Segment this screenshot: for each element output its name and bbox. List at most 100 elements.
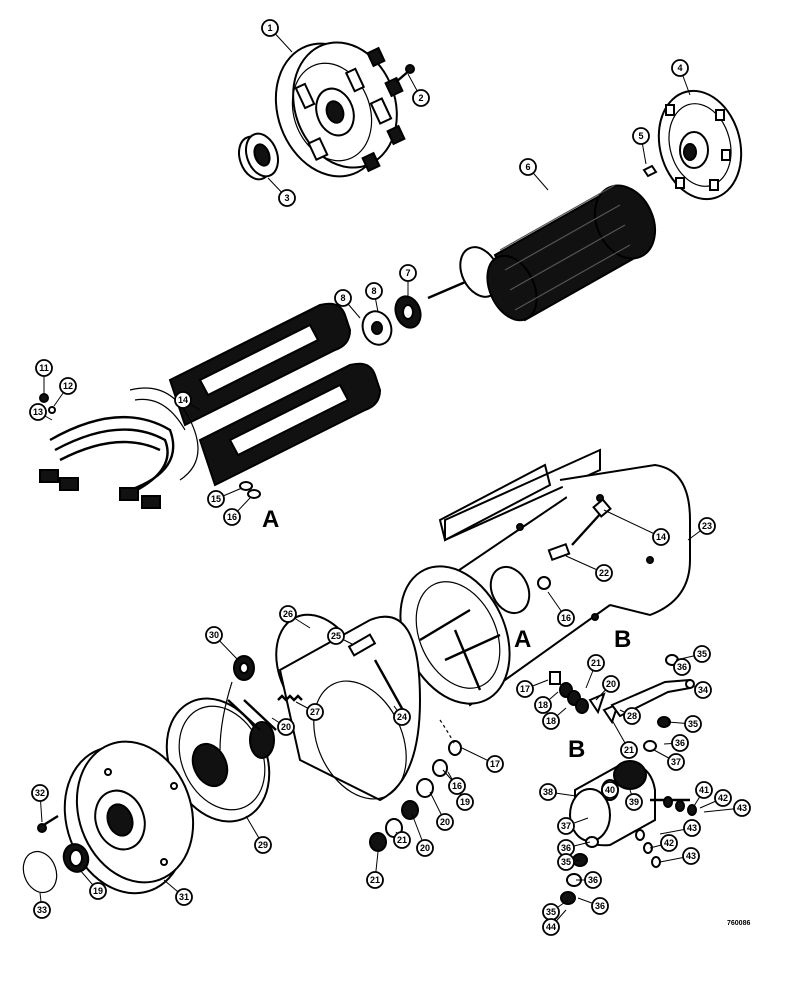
- callout-circle: [277, 718, 295, 736]
- callout-39: 39: [625, 789, 643, 811]
- callout-circle: [436, 813, 454, 831]
- callout-number: 41: [699, 785, 709, 795]
- callout-number: 14: [178, 395, 188, 405]
- callout-36: 36: [673, 658, 691, 676]
- callout-number: 35: [697, 649, 707, 659]
- callout-number: 36: [561, 843, 571, 853]
- pin-15: [239, 481, 261, 499]
- reference-letter-b-frame: B: [614, 626, 631, 653]
- callout-14: 14: [603, 509, 670, 546]
- callout-32: 32: [31, 784, 49, 823]
- callout-number: 29: [258, 840, 268, 850]
- field-coils: [129, 302, 382, 487]
- bearing-7: [394, 295, 422, 329]
- callout-number: 35: [546, 907, 556, 917]
- callout-number: 4: [677, 63, 682, 73]
- terminal-hardware-stack-b: [549, 671, 620, 725]
- callout-8: 8: [334, 289, 361, 319]
- callout-number: 21: [624, 745, 634, 755]
- callout-5: 5: [632, 127, 650, 165]
- callout-25: 25: [327, 627, 353, 645]
- drive-end-housing: [274, 41, 406, 178]
- callout-16: 16: [223, 497, 251, 526]
- callout-33: 33: [33, 892, 51, 919]
- callout-number: 40: [605, 785, 615, 795]
- callout-circle: [223, 508, 241, 526]
- callout-number: 22: [599, 568, 609, 578]
- callout-number: 32: [35, 788, 45, 798]
- callout-circle: [660, 834, 678, 852]
- terminal-stud-14: [571, 498, 612, 546]
- callout-17: 17: [461, 747, 504, 773]
- callout-circle: [365, 282, 383, 300]
- callout-20: 20: [595, 675, 620, 701]
- callout-leader: [603, 509, 662, 538]
- callout-number: 8: [371, 286, 376, 296]
- callout-number: 20: [440, 817, 450, 827]
- commutator-end-cover-31: [63, 740, 195, 895]
- armature-6: [427, 184, 657, 322]
- callout-21: 21: [366, 851, 384, 889]
- callout-number: 20: [420, 843, 430, 853]
- callout-circle: [254, 836, 272, 854]
- washer-30: [219, 655, 255, 751]
- callout-number: 8: [340, 293, 345, 303]
- callout-number: 42: [718, 793, 728, 803]
- washer-8: [361, 310, 393, 346]
- callout-circle: [29, 403, 47, 421]
- callout-number: 33: [37, 905, 47, 915]
- callout-number: 17: [490, 759, 500, 769]
- callout-number: 31: [179, 892, 189, 902]
- callout-circle: [557, 609, 575, 627]
- callout-21: 21: [611, 719, 638, 759]
- callout-circle: [673, 658, 691, 676]
- callout-number: 7: [405, 268, 410, 278]
- reference-letter-b-switch: B: [568, 736, 585, 763]
- callout-circle: [683, 819, 701, 837]
- callout-number: 30: [209, 630, 219, 640]
- callout-number: 11: [39, 363, 49, 373]
- callout-31: 31: [163, 879, 193, 906]
- callout-19: 19: [79, 869, 107, 900]
- reference-letter-a-frame: A: [514, 626, 531, 653]
- lead-34: [610, 678, 695, 718]
- callout-circle: [591, 897, 609, 915]
- callout-number: 20: [281, 722, 291, 732]
- callout-circle: [595, 564, 613, 582]
- callout-27: 27: [295, 701, 324, 721]
- callout-circle: [416, 839, 434, 857]
- callout-number: 13: [33, 407, 43, 417]
- callout-37: 37: [653, 749, 685, 771]
- callout-number: 37: [561, 821, 571, 831]
- callout-circle: [486, 755, 504, 773]
- callout-circle: [601, 781, 619, 799]
- callout-number: 20: [606, 679, 616, 689]
- callout-circle: [557, 853, 575, 871]
- callout-4: 4: [671, 59, 691, 96]
- brush-leads: [39, 393, 175, 509]
- callout-12: 12: [53, 377, 77, 407]
- callout-6: 6: [519, 158, 549, 191]
- callout-number: 43: [687, 823, 697, 833]
- callout-circle: [714, 789, 732, 807]
- callout-circle: [393, 708, 411, 726]
- callout-34: 34: [691, 681, 712, 699]
- callout-number: 16: [561, 613, 571, 623]
- drawing-code: 760086: [727, 920, 750, 927]
- callout-36: 36: [576, 871, 602, 889]
- callout-circle: [205, 626, 223, 644]
- callout-43: 43: [659, 847, 700, 865]
- callout-circle: [207, 490, 225, 508]
- callout-43: 43: [659, 819, 701, 837]
- callout-circle: [393, 831, 411, 849]
- callout-13: 13: [29, 403, 53, 421]
- callout-circle: [89, 882, 107, 900]
- callout-16: 16: [547, 591, 575, 627]
- callout-circle: [733, 799, 751, 817]
- callout-23: 23: [687, 517, 716, 541]
- callout-2: 2: [407, 73, 430, 107]
- callout-circle: [542, 712, 560, 730]
- callout-circle: [698, 517, 716, 535]
- terminal-22: [537, 542, 571, 590]
